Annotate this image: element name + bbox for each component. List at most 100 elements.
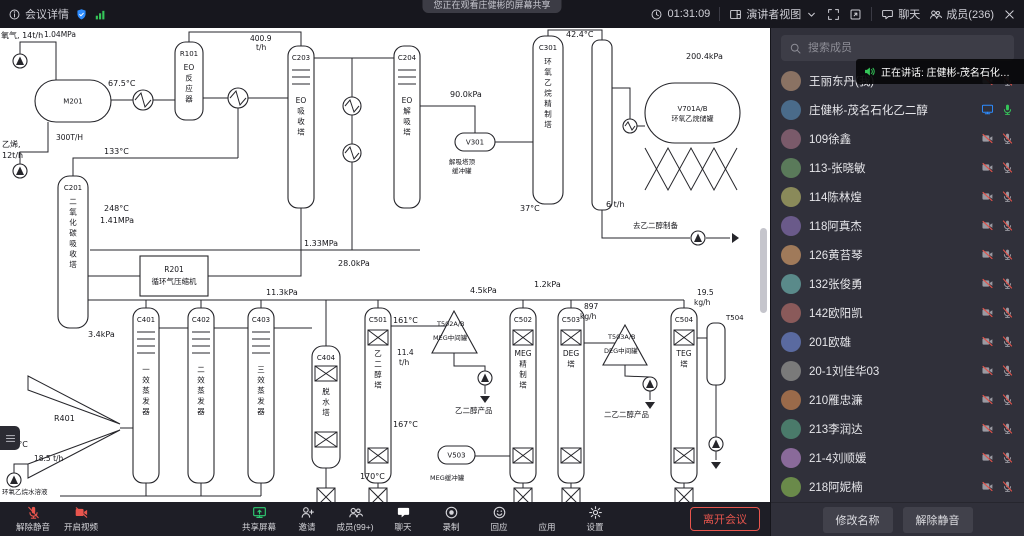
toolbar-share-screen[interactable]: 共享屏幕 xyxy=(236,505,282,533)
svg-text:C502: C502 xyxy=(514,316,532,324)
members-tab[interactable]: 成员(236) xyxy=(929,6,994,22)
svg-text:90.0kPa: 90.0kPa xyxy=(450,90,482,99)
mic-muted-icon xyxy=(1001,393,1014,406)
toolbar-react[interactable]: 回应 xyxy=(476,505,522,533)
member-row[interactable]: 109徐鑫 xyxy=(771,124,1024,153)
leave-meeting-button[interactable]: 离开会议 xyxy=(690,507,760,531)
unmute-button[interactable]: 解除静音 xyxy=(902,506,973,533)
toolbar-unmute[interactable]: 解除静音 xyxy=(10,505,56,533)
svg-text:R101: R101 xyxy=(180,50,198,58)
people-icon xyxy=(929,8,943,21)
close-icon[interactable] xyxy=(1003,8,1016,21)
rename-button[interactable]: 修改名称 xyxy=(822,506,893,533)
svg-text:环氧乙烷水溶液: 环氧乙烷水溶液 xyxy=(2,487,48,496)
member-row[interactable]: 20-1刘佳华03 xyxy=(771,356,1024,385)
member-row[interactable]: 庄健彬-茂名石化乙二醇 xyxy=(771,95,1024,124)
svg-text:300T/H: 300T/H xyxy=(56,133,83,142)
svg-text:三效蒸发器: 三效蒸发器 xyxy=(257,365,265,416)
speaker-icon xyxy=(863,65,876,78)
avatar xyxy=(781,302,801,323)
members-panel-footer: 修改名称 解除静音 xyxy=(771,502,1024,536)
meeting-details-button[interactable]: 会议详情 xyxy=(8,6,69,22)
search-input[interactable] xyxy=(808,42,1006,54)
mic-muted-icon xyxy=(1001,219,1014,232)
popout-icon[interactable] xyxy=(849,8,862,21)
scrollbar[interactable] xyxy=(760,228,767,313)
mic-muted-icon xyxy=(1001,190,1014,203)
svg-text:去乙二醇制备: 去乙二醇制备 xyxy=(633,220,678,230)
svg-text:C504: C504 xyxy=(675,316,694,324)
member-row[interactable]: 126黄苔琴 xyxy=(771,240,1024,269)
svg-text:DEG中间罐: DEG中间罐 xyxy=(604,346,638,355)
svg-text:MEG缓冲罐: MEG缓冲罐 xyxy=(430,473,465,482)
svg-text:脱水塔: 脱水塔 xyxy=(322,386,330,417)
member-name: 20-1刘佳华03 xyxy=(809,365,880,378)
toolbar-label: 开启视频 xyxy=(63,522,98,532)
camera-off-icon xyxy=(981,248,994,261)
chat-icon xyxy=(396,505,411,520)
avatar xyxy=(781,128,801,149)
members-tab-label: 成员(236) xyxy=(946,9,994,21)
toolbar-label: 设置 xyxy=(586,522,604,532)
svg-text:12t/h: 12t/h xyxy=(2,151,23,160)
svg-text:缓冲罐: 缓冲罐 xyxy=(452,166,472,175)
speaking-toast-text: 正在讲话: 庄健彬-茂名石化乙二醇 xyxy=(881,68,1017,79)
toolbar-start-video[interactable]: 开启视频 xyxy=(58,505,104,533)
member-search[interactable] xyxy=(781,35,1014,61)
toolbar-record[interactable]: 录制 xyxy=(428,505,474,533)
member-row[interactable]: 114陈林煌 xyxy=(771,182,1024,211)
svg-text:248°C: 248°C xyxy=(104,204,129,213)
sidebar-toggle-button[interactable] xyxy=(0,426,20,450)
toolbar-members[interactable]: 成员(99+) xyxy=(332,505,378,533)
member-row[interactable]: 113-张晓敏 xyxy=(771,153,1024,182)
camera-off-icon xyxy=(981,190,994,203)
share-banner: 您正在观看庄健彬的屏幕共享 xyxy=(422,0,562,13)
avatar xyxy=(781,273,801,294)
toolbar-label: 应用 xyxy=(538,522,556,532)
member-name: 114陈林煌 xyxy=(809,191,862,204)
camera-off-icon xyxy=(981,132,994,145)
divider xyxy=(719,7,721,21)
member-row[interactable]: 213李润达 xyxy=(771,414,1024,443)
member-name: 21-4刘顺媛 xyxy=(809,452,867,465)
member-name: 118阿真杰 xyxy=(809,220,862,233)
member-row[interactable]: 210雁忠濂 xyxy=(771,385,1024,414)
member-row[interactable]: 118阿真杰 xyxy=(771,211,1024,240)
svg-text:67.5°C: 67.5°C xyxy=(108,79,136,88)
avatar xyxy=(781,157,801,178)
member-row[interactable]: 132张俊勇 xyxy=(771,269,1024,298)
member-row[interactable]: 218阿妮楠 xyxy=(771,472,1024,501)
toolbar-apps[interactable]: 应用 xyxy=(524,505,570,533)
camera-off-icon xyxy=(981,219,994,232)
member-row[interactable]: 21-4刘顺媛 xyxy=(771,443,1024,472)
svg-text:400.9: 400.9 xyxy=(250,34,272,43)
toolbar-settings[interactable]: 设置 xyxy=(572,505,618,533)
svg-text:C203: C203 xyxy=(292,54,310,62)
unmute-icon xyxy=(26,505,41,520)
toolbar-label: 解除静音 xyxy=(15,522,50,532)
svg-text:二效蒸发器: 二效蒸发器 xyxy=(197,365,205,416)
view-mode-selector[interactable]: 演讲者视图 xyxy=(729,6,818,22)
member-row[interactable]: 201欧雄 xyxy=(771,327,1024,356)
camera-off-icon xyxy=(981,480,994,493)
fullscreen-icon[interactable] xyxy=(827,8,840,21)
member-name: 132张俊勇 xyxy=(809,278,863,291)
avatar xyxy=(781,215,801,236)
chat-tab[interactable]: 聊天 xyxy=(881,6,920,22)
svg-text:乙烯,: 乙烯, xyxy=(2,139,21,149)
network-signal-icon xyxy=(94,8,107,21)
members-icon xyxy=(348,505,363,520)
camera-off-icon xyxy=(981,161,994,174)
svg-text:C503: C503 xyxy=(562,316,580,324)
svg-text:环氧乙烷精制塔: 环氧乙烷精制塔 xyxy=(544,57,552,129)
mic-muted-icon xyxy=(1001,480,1014,493)
toolbar-invite[interactable]: 邀请 xyxy=(284,505,330,533)
svg-text:MEG中间罐: MEG中间罐 xyxy=(433,333,468,342)
member-name: 218阿妮楠 xyxy=(809,481,863,494)
svg-text:28.0kPa: 28.0kPa xyxy=(338,259,370,268)
member-row[interactable]: 142欧阳凯 xyxy=(771,298,1024,327)
toolbar-chat[interactable]: 聊天 xyxy=(380,505,426,533)
svg-text:19.5: 19.5 xyxy=(697,288,714,297)
